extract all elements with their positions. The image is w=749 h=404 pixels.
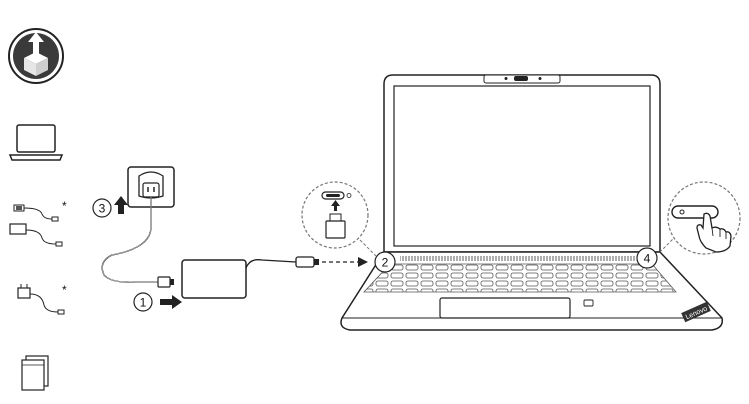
- documents-contents-icon: [21, 355, 49, 391]
- connect-arrow-icon: [358, 257, 368, 267]
- step-2-number: 2: [382, 256, 389, 270]
- usb-c-port-zoom: [301, 181, 369, 249]
- step-3-arrow-icon: [114, 196, 128, 214]
- adapter-asterisk: *: [62, 283, 67, 297]
- fingerprint-reader-icon: [583, 299, 594, 307]
- step-4-number: 4: [644, 252, 651, 266]
- usb-up-arrow-icon: [331, 200, 340, 211]
- laptop-contents-icon: [8, 124, 64, 161]
- step-1-arrow-icon: [160, 295, 182, 309]
- step-1-number: 1: [140, 296, 147, 310]
- power-button-icon: [671, 205, 719, 219]
- cables-contents-icon: *: [9, 199, 67, 247]
- pressing-finger-icon: [696, 212, 732, 253]
- step-1: 1: [133, 292, 182, 312]
- power-adapter: [181, 259, 247, 299]
- adapter-contents-icon: *: [17, 283, 67, 315]
- webcam-icon: [514, 76, 528, 81]
- step-2: 2: [374, 251, 396, 273]
- step-3-number: 3: [99, 202, 106, 216]
- power-plug: [157, 276, 174, 288]
- step-4: 4: [636, 247, 658, 269]
- unbox-icon: [8, 28, 64, 84]
- wall-outlet-icon: [127, 166, 175, 208]
- touchpad: [439, 297, 571, 319]
- laptop-illustration: Lenovo: [340, 74, 724, 331]
- power-button-zoom: [667, 181, 741, 255]
- step-3: 3: [92, 196, 128, 218]
- cables-asterisk: *: [62, 199, 67, 213]
- usb-c-cable: [245, 259, 297, 269]
- usb-c-plug: [295, 256, 319, 268]
